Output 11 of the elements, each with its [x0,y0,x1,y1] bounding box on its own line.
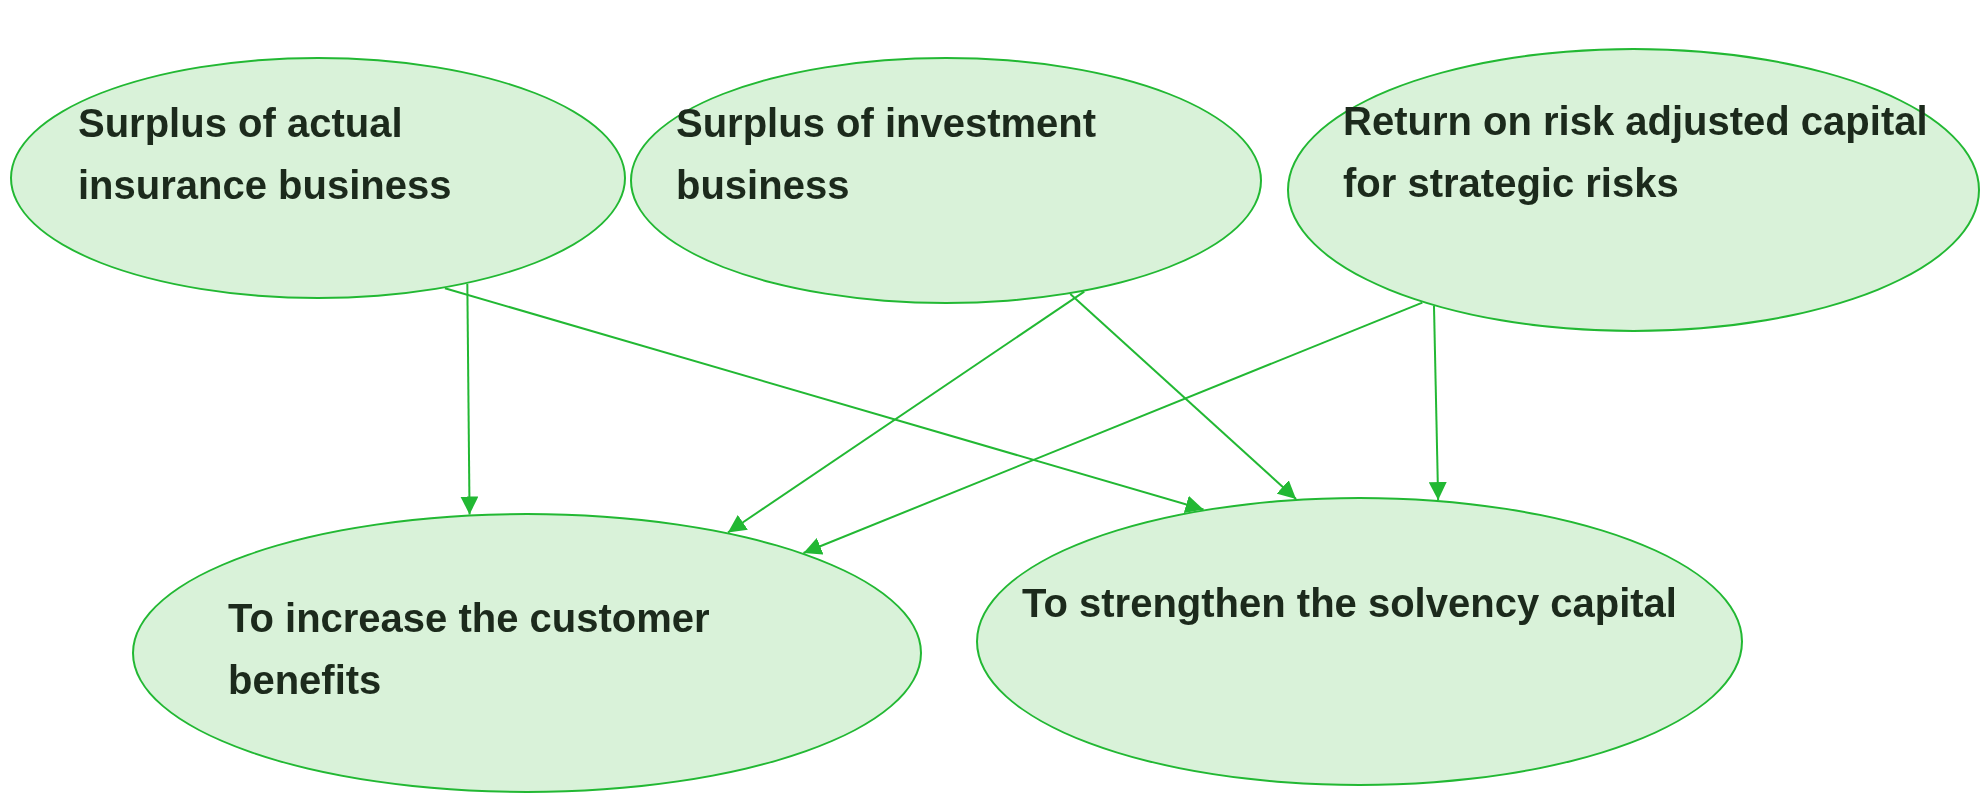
arrow [802,301,1424,555]
node-text: Surplus of actual insurance business [78,100,453,209]
node-text: To increase the customer benefits [228,595,711,704]
arrow [460,282,479,516]
arrow [726,290,1086,534]
arrow [1069,293,1298,500]
node-text: Return on risk adjusted capital for strategic risks [1343,98,1929,207]
arrow [443,287,1205,514]
arrow [1428,305,1447,502]
node-text: To strengthen the solvency capital [1022,580,1678,627]
node-text: Surplus of investment business [676,100,1098,209]
